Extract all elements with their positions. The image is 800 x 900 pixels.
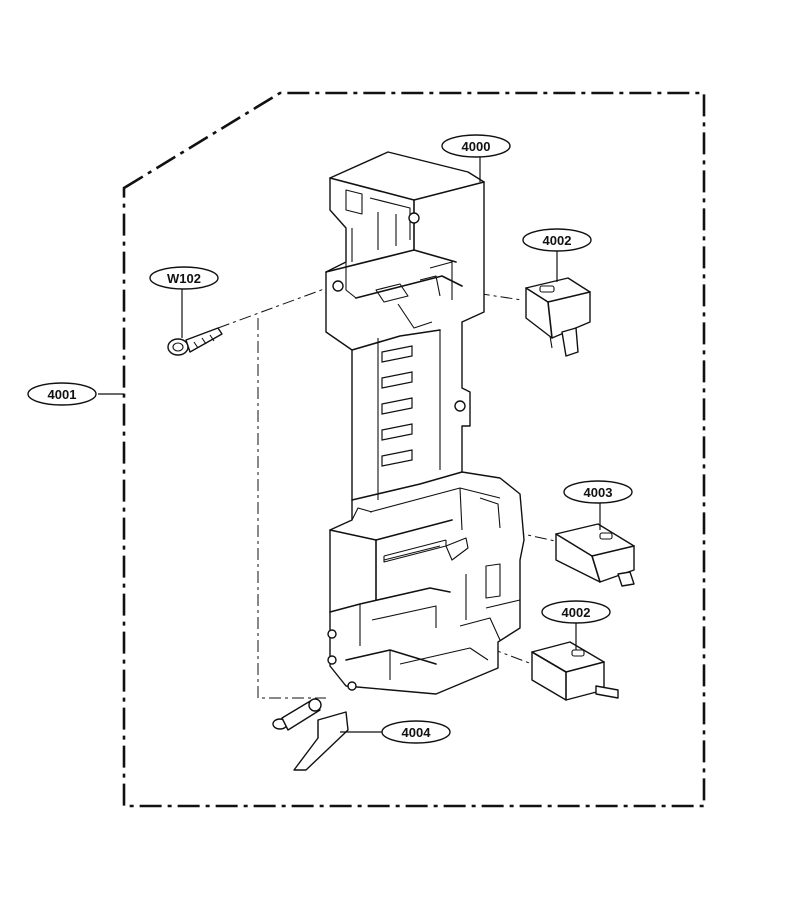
svg-text:4002: 4002 xyxy=(543,233,572,248)
svg-text:4003: 4003 xyxy=(584,485,613,500)
label-4001: 4001 xyxy=(27,382,97,406)
label-4002-lower: 4002 xyxy=(541,600,611,624)
lever-4004-part xyxy=(272,698,349,771)
label-4004: 4004 xyxy=(381,720,451,744)
assembly-boundary xyxy=(122,91,706,808)
svg-text:W102: W102 xyxy=(167,271,201,286)
label-w102: W102 xyxy=(149,266,219,290)
switch-4003-part xyxy=(555,523,635,587)
callout-lines xyxy=(98,157,601,733)
switch-4002-lower-part xyxy=(531,641,619,701)
svg-text:4001: 4001 xyxy=(48,387,77,402)
switch-4002-upper-part xyxy=(525,277,591,357)
screw-w102-part xyxy=(167,327,223,356)
frame-4000-part xyxy=(325,151,525,695)
svg-text:4000: 4000 xyxy=(462,139,491,154)
label-4000: 4000 xyxy=(441,134,511,158)
label-4002-upper: 4002 xyxy=(522,228,592,252)
label-4003: 4003 xyxy=(563,480,633,504)
svg-text:4004: 4004 xyxy=(402,725,432,740)
svg-text:4002: 4002 xyxy=(562,605,591,620)
